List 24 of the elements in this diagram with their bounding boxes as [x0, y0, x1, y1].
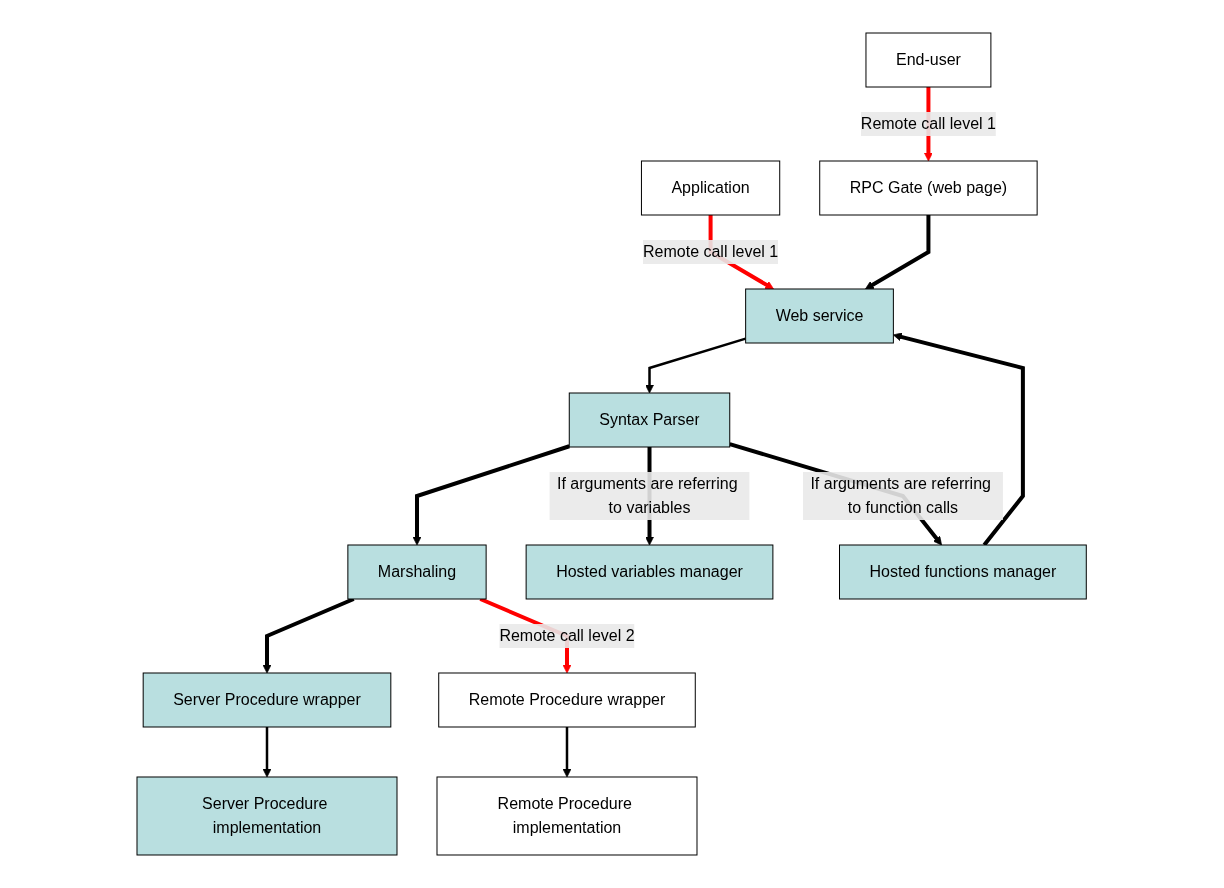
edge-label: If arguments are referring to function calls — [810, 475, 992, 516]
node-box: Server Procedure wrapper — [143, 672, 392, 728]
arrow — [562, 727, 572, 778]
edge-label: Remote call level 2 — [499, 627, 635, 644]
node-box: Application — [641, 160, 781, 216]
node-box: Web service — [745, 288, 895, 344]
edge-label: Remote call level 1 — [643, 243, 779, 260]
arrow — [865, 215, 931, 290]
edge-label: Remote call level 1 — [861, 115, 997, 132]
node-box: Hosted functions manager — [839, 544, 1088, 600]
arrow — [412, 444, 571, 546]
node-box: Hosted variables manager — [526, 544, 774, 600]
arrow — [262, 727, 272, 778]
node-box: End-user — [865, 32, 992, 88]
arrow — [262, 597, 355, 674]
node-box: Syntax Parser — [569, 392, 731, 448]
edge-label: If arguments are referring to variables — [557, 475, 738, 516]
node-box: Server Procedure implementation — [136, 776, 398, 856]
node-box: Marshaling — [347, 544, 487, 600]
arrow — [893, 332, 1026, 547]
arrow — [645, 337, 747, 394]
node-box: Remote Procedure implementation — [436, 776, 698, 856]
node-box: RPC Gate (web page) — [819, 160, 1038, 216]
node-box: Remote Procedure wrapper — [438, 672, 697, 728]
